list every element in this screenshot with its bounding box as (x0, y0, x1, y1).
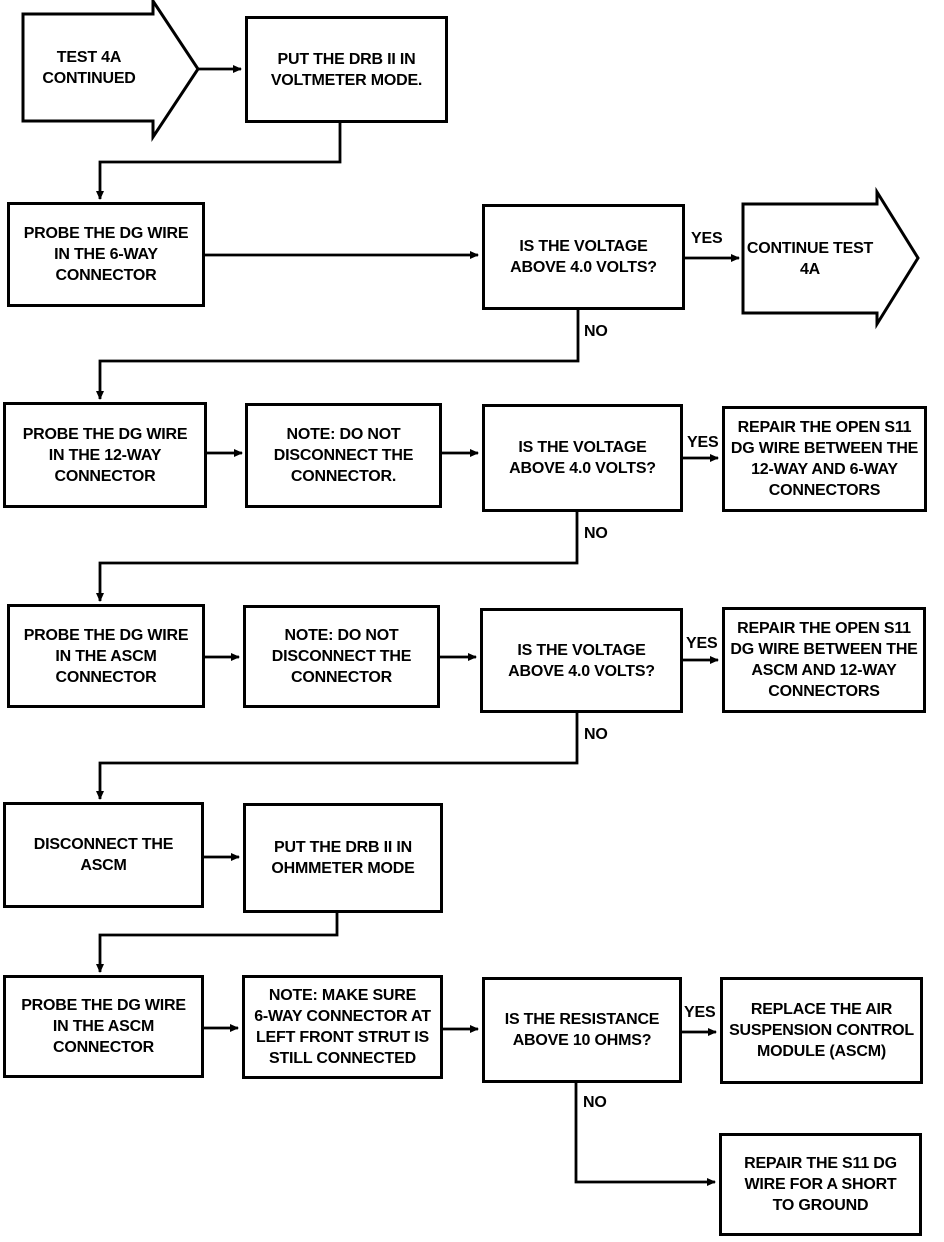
node-put-drb-voltmeter: PUT THE DRB II IN VOLTMETER MODE. (245, 16, 448, 123)
node-note-do-not-disconnect-1: NOTE: DO NOT DISCONNECT THE CONNECTOR. (245, 403, 442, 508)
node-repair-open-s11-ascm-12way: REPAIR THE OPEN S11 DG WIRE BETWEEN THE … (722, 607, 926, 713)
edge-label-q2-yes: YES (687, 434, 719, 451)
edge-label-q3-yes: YES (686, 635, 718, 652)
node-repair-s11-short-to-ground: REPAIR THE S11 DG WIRE FOR A SHORT TO GR… (719, 1133, 922, 1236)
node-replace-ascm: REPLACE THE AIR SUSPENSION CONTROL MODUL… (720, 977, 923, 1084)
edge-label-q3-no: NO (584, 726, 608, 743)
start-arrow-shape (21, 0, 200, 142)
edge-label-resistance-yes: YES (684, 1004, 716, 1021)
edge-ohmmeter-to-probeascm2 (96, 913, 339, 973)
edge-resistance-no (574, 1083, 716, 1186)
node-resistance-question: IS THE RESISTANCE ABOVE 10 OHMS? (482, 977, 682, 1083)
node-voltage-question-3: IS THE VOLTAGE ABOVE 4.0 VOLTS? (480, 608, 683, 713)
edge-q1-no (96, 310, 580, 400)
edge-label-q1-yes: YES (691, 230, 723, 247)
node-test-4a-continued: TEST 4A CONTINUED (42, 48, 136, 87)
edge-label-q1-no: NO (584, 323, 608, 340)
node-probe-6way-connector: PROBE THE DG WIRE IN THE 6-WAY CONNECTOR (7, 202, 205, 307)
node-put-drb-ohmmeter: PUT THE DRB II IN OHMMETER MODE (243, 803, 443, 913)
edge-voltmeter-to-probe6way (96, 123, 342, 200)
node-voltage-question-1: IS THE VOLTAGE ABOVE 4.0 VOLTS? (482, 204, 685, 310)
node-voltage-question-2: IS THE VOLTAGE ABOVE 4.0 VOLTS? (482, 404, 683, 512)
node-continue-test-4a: CONTINUE TEST 4A (746, 239, 874, 278)
edge-q2-no (96, 512, 579, 602)
node-probe-ascm-connector-1: PROBE THE DG WIRE IN THE ASCM CONNECTOR (7, 604, 205, 708)
edge-label-resistance-no: NO (583, 1094, 607, 1111)
node-note-do-not-disconnect-2: NOTE: DO NOT DISCONNECT THE CONNECTOR (243, 605, 440, 708)
node-probe-ascm-connector-2: PROBE THE DG WIRE IN THE ASCM CONNECTOR (3, 975, 204, 1078)
node-note-make-sure-6way: NOTE: MAKE SURE 6-WAY CONNECTOR AT LEFT … (242, 975, 443, 1079)
edge-q3-no (96, 713, 579, 800)
edge-label-q2-no: NO (584, 525, 608, 542)
continue-arrow-shape (741, 186, 920, 330)
node-probe-12way-connector: PROBE THE DG WIRE IN THE 12-WAY CONNECTO… (3, 402, 207, 508)
node-repair-open-s11-12way-6way: REPAIR THE OPEN S11 DG WIRE BETWEEN THE … (722, 406, 927, 512)
node-disconnect-ascm: DISCONNECT THE ASCM (3, 802, 204, 908)
